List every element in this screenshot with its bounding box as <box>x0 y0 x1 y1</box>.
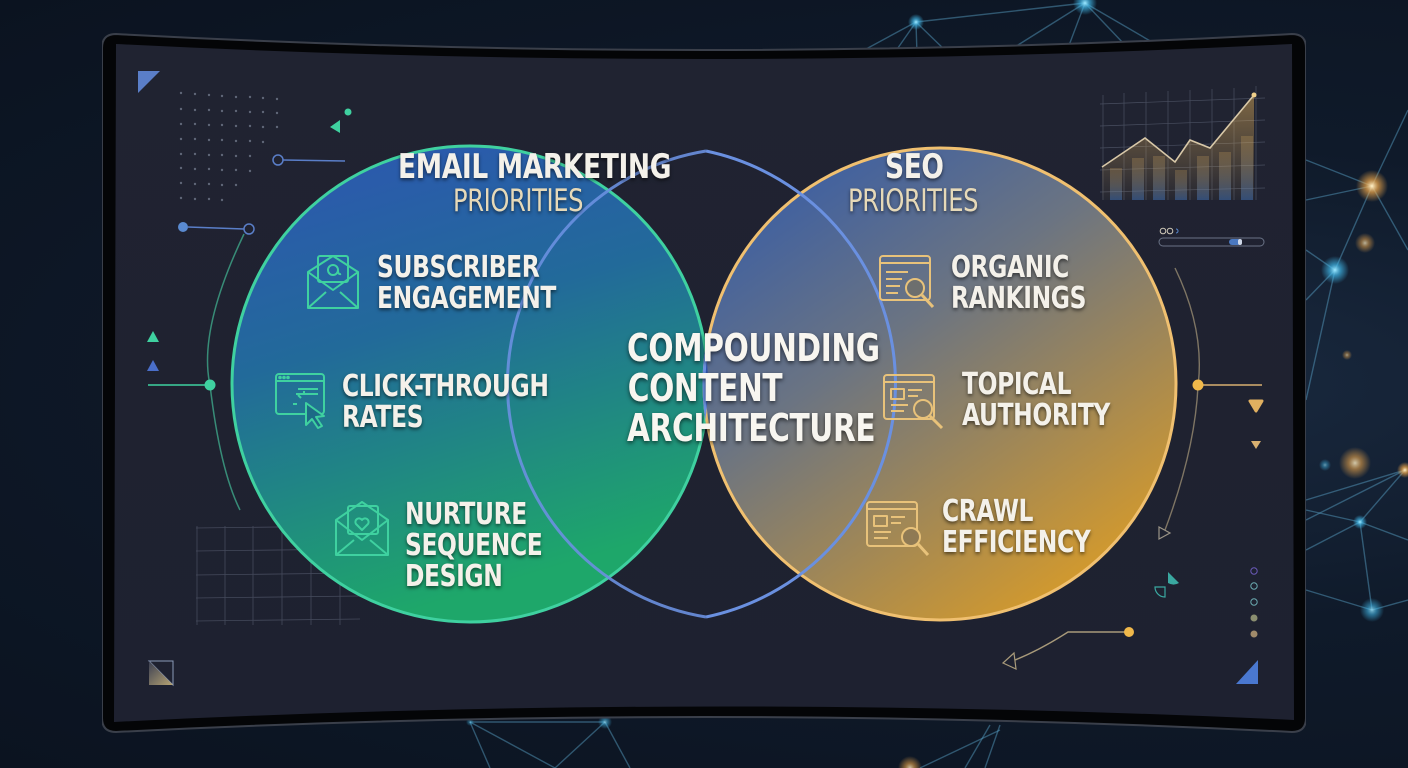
item-label-line2: AUTHORITY <box>962 398 1110 433</box>
intersection-line1: COMPOUNDING <box>627 326 880 370</box>
dot-legend-decoration <box>1250 567 1258 638</box>
intersection-line2: CONTENT <box>627 366 783 410</box>
corner-triangle-top-left <box>138 71 160 93</box>
slider-decoration <box>1158 227 1265 247</box>
left-set-subtitle: PRIORITIES <box>453 183 584 219</box>
trend-chart-decoration <box>1099 86 1266 200</box>
intersection-line3: ARCHITECTURE <box>627 406 876 450</box>
envelope-at-icon <box>307 255 359 309</box>
item-label-line1: SUBSCRIBER <box>377 250 540 285</box>
item-label-line2: RANKINGS <box>951 281 1087 316</box>
corner-square-bottom-left <box>147 660 174 687</box>
envelope-heart-icon <box>335 501 389 556</box>
intersection-lens <box>702 146 708 622</box>
item-label-line1: TOPICAL <box>962 367 1072 402</box>
item-label-line1: NURTURE <box>405 497 527 532</box>
right-set-subtitle: PRIORITIES <box>848 183 979 219</box>
left-set-title: EMAIL MARKETING <box>398 147 672 187</box>
corner-triangle-bottom-right <box>1236 660 1258 684</box>
browser-search-icon-crawl <box>866 501 930 557</box>
browser-search-icon-organic <box>879 255 935 309</box>
browser-search-icon-topical <box>883 374 944 430</box>
item-label-line2: SEQUENCE <box>405 528 543 563</box>
right-set-title: SEO <box>885 147 944 187</box>
item-label-line2: RATES <box>342 400 424 435</box>
item-label-line2: ENGAGEMENT <box>377 281 556 316</box>
item-label-line1: CLICK-THROUGH <box>342 369 549 404</box>
dot-grid-decoration <box>179 91 279 202</box>
item-label-line1: CRAWL <box>942 494 1034 529</box>
item-label-line1: ORGANIC <box>951 250 1069 285</box>
item-label-line3: DESIGN <box>405 559 503 594</box>
browser-cursor-click-icon <box>275 373 325 429</box>
item-label-line2: EFFICIENCY <box>942 525 1091 560</box>
